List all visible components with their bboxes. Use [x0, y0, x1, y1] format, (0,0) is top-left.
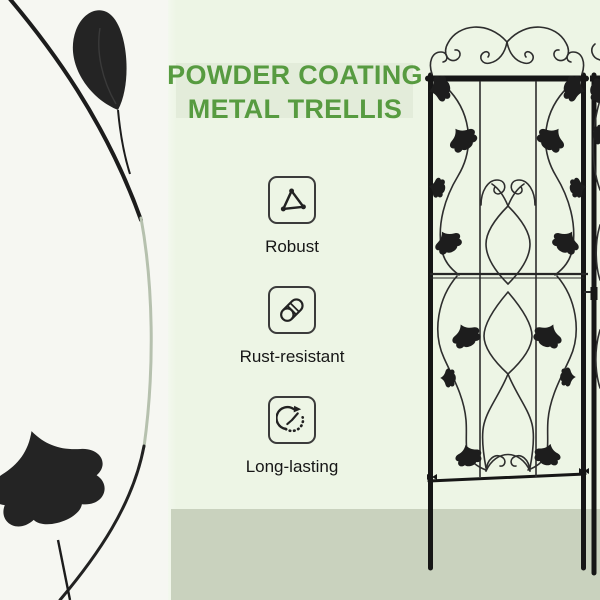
metal-rod-icon: [280, 298, 304, 322]
robust-icon-box: [268, 176, 316, 224]
feature-label: Rust-resistant: [239, 347, 345, 366]
title-highlight-box: [176, 63, 413, 118]
page-title-line1: POWDER COATING: [167, 60, 423, 90]
feature-long-lasting: Long-lasting: [245, 396, 339, 477]
page-title-line2: METAL TRELLIS: [187, 94, 403, 124]
ground-strip: [171, 509, 600, 600]
clock-icon: [276, 405, 305, 433]
feature-robust: Robust: [265, 176, 319, 257]
feature-rust-resistant: Rust-resistant: [239, 286, 345, 367]
page-title: POWDER COATING METAL TRELLIS: [150, 58, 440, 126]
left-white-panel: [0, 0, 168, 600]
feature-label: Long-lasting: [245, 457, 339, 476]
long-lasting-icon-box: [268, 396, 316, 444]
feature-label: Robust: [265, 237, 319, 256]
feature-list: Robust Rust-resistant Long-lasting: [212, 176, 372, 506]
rust-resistant-icon-box: [268, 286, 316, 334]
triangle-stability-icon: [280, 188, 306, 212]
